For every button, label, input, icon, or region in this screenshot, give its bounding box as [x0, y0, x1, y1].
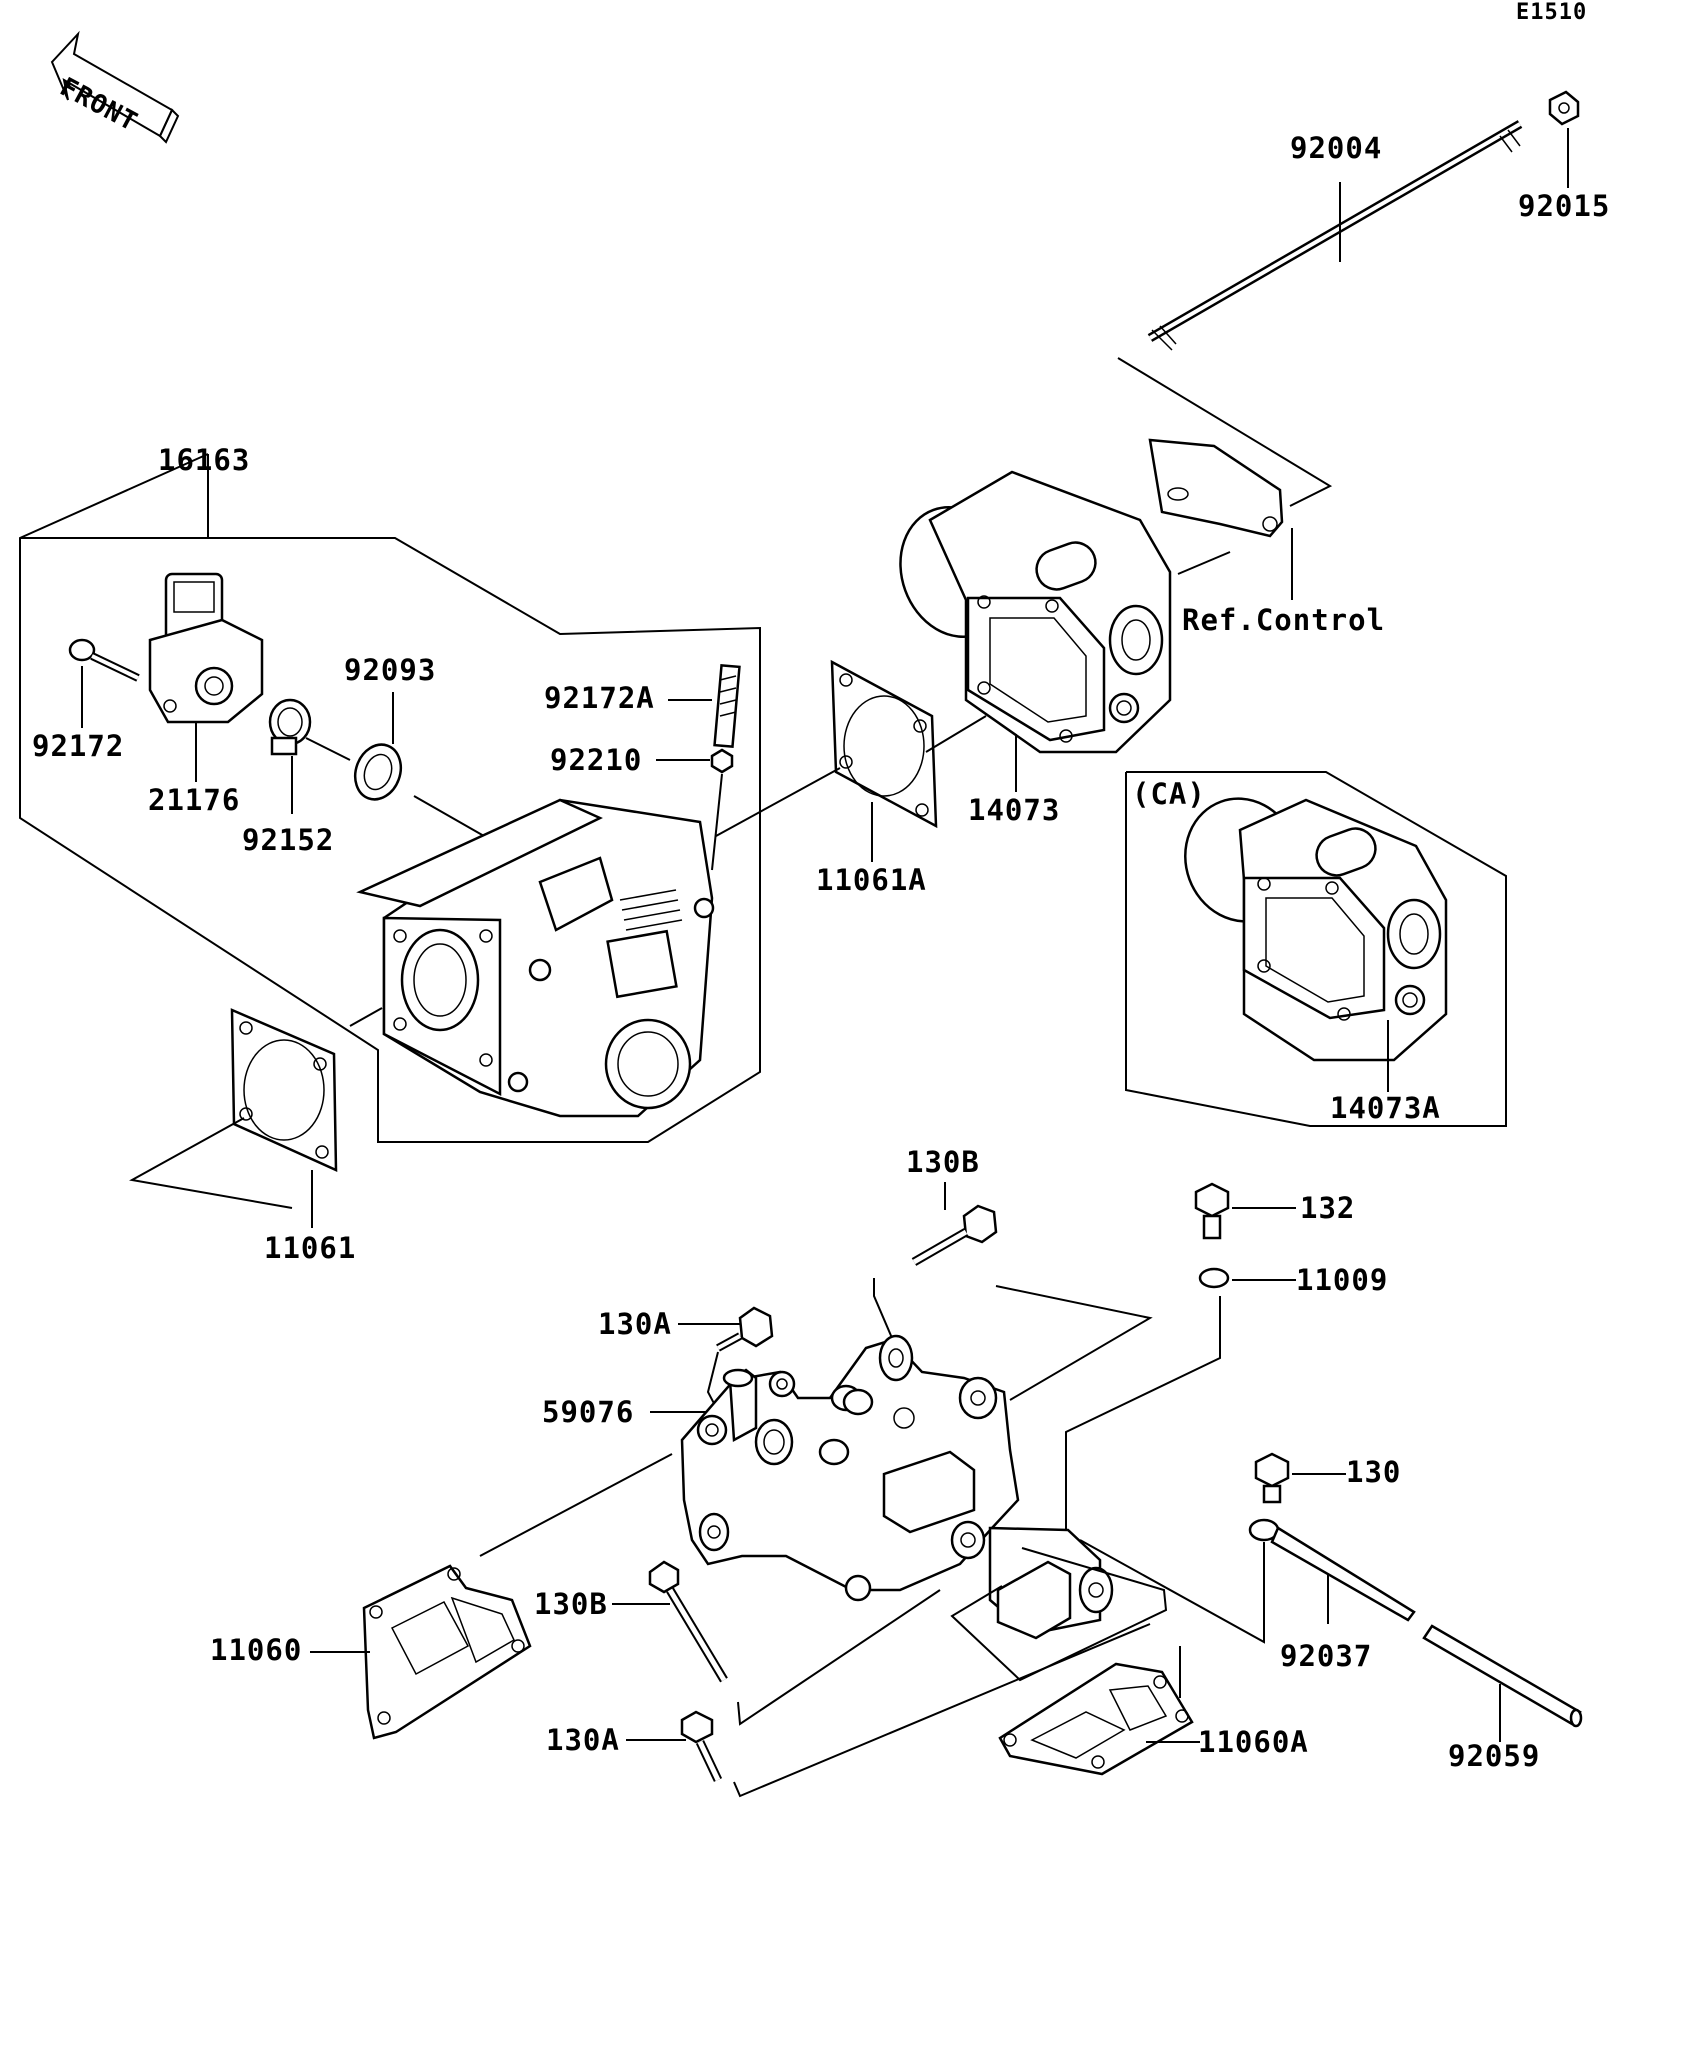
label-21176: 21176 — [148, 783, 241, 817]
rod-92004 — [1150, 124, 1520, 350]
nut-92210 — [712, 750, 732, 772]
label-11009: 11009 — [1296, 1263, 1389, 1297]
bolt-130 — [1256, 1454, 1288, 1502]
gasket-11060 — [364, 1566, 530, 1738]
label-130A-top: 130A — [598, 1307, 672, 1341]
label-16163: 16163 — [158, 443, 251, 477]
label-130B-bottom: 130B — [534, 1587, 608, 1621]
label-11061A: 11061A — [816, 863, 927, 897]
bolt-130A-top — [718, 1308, 772, 1348]
bolt-130B-bottom — [650, 1562, 724, 1680]
clamp-92152 — [270, 700, 310, 754]
front-arrow-icon — [52, 34, 178, 142]
sensor-21176 — [150, 574, 262, 722]
label-11060: 11060 — [210, 1633, 303, 1667]
label-130: 130 — [1346, 1455, 1402, 1489]
label-92037: 92037 — [1280, 1639, 1373, 1673]
label-59076: 59076 — [542, 1395, 635, 1429]
label-92172A: 92172A — [544, 681, 655, 715]
connector-14073A — [1168, 783, 1446, 1060]
label-ref-control: Ref.Control — [1182, 603, 1386, 637]
bolt-130A-bottom — [682, 1712, 718, 1780]
washer-11009 — [1200, 1269, 1228, 1287]
gasket-11061A — [832, 662, 936, 826]
label-92152: 92152 — [242, 823, 335, 857]
label-92059: 92059 — [1448, 1739, 1541, 1773]
label-92210: 92210 — [550, 743, 643, 777]
gasket-11061 — [232, 1010, 336, 1170]
label-132: 132 — [1300, 1191, 1356, 1225]
group-box-ca — [1126, 772, 1506, 1126]
bolt-132 — [1196, 1184, 1228, 1238]
connector-14073 — [883, 472, 1170, 752]
label-14073A: 14073A — [1330, 1091, 1441, 1125]
group-box-16163 — [20, 454, 760, 1142]
throttle-body — [360, 800, 713, 1116]
stud-92172A — [715, 665, 740, 746]
tube-92059 — [1424, 1626, 1581, 1726]
label-130A-bottom: 130A — [546, 1723, 620, 1757]
gasket-11060A — [1000, 1664, 1192, 1774]
label-11060A: 11060A — [1198, 1725, 1309, 1759]
strap-92037 — [1250, 1520, 1414, 1620]
diagram-code: E1510 — [1516, 0, 1588, 25]
label-92004: 92004 — [1290, 131, 1383, 165]
oring-92093 — [348, 738, 408, 806]
nut-92015 — [1550, 92, 1578, 124]
bolt-130B-top — [914, 1206, 996, 1262]
label-14073: 14073 — [968, 793, 1061, 827]
label-130B-top: 130B — [906, 1145, 980, 1179]
bracket-ref-control — [1150, 440, 1282, 536]
screw-92172 — [70, 640, 138, 678]
housing-59076 — [682, 1336, 1112, 1638]
label-92093: 92093 — [344, 653, 437, 687]
label-92015: 92015 — [1518, 189, 1611, 223]
label-ca: (CA) — [1132, 777, 1206, 811]
label-11061: 11061 — [264, 1231, 357, 1265]
label-92172: 92172 — [32, 729, 125, 763]
